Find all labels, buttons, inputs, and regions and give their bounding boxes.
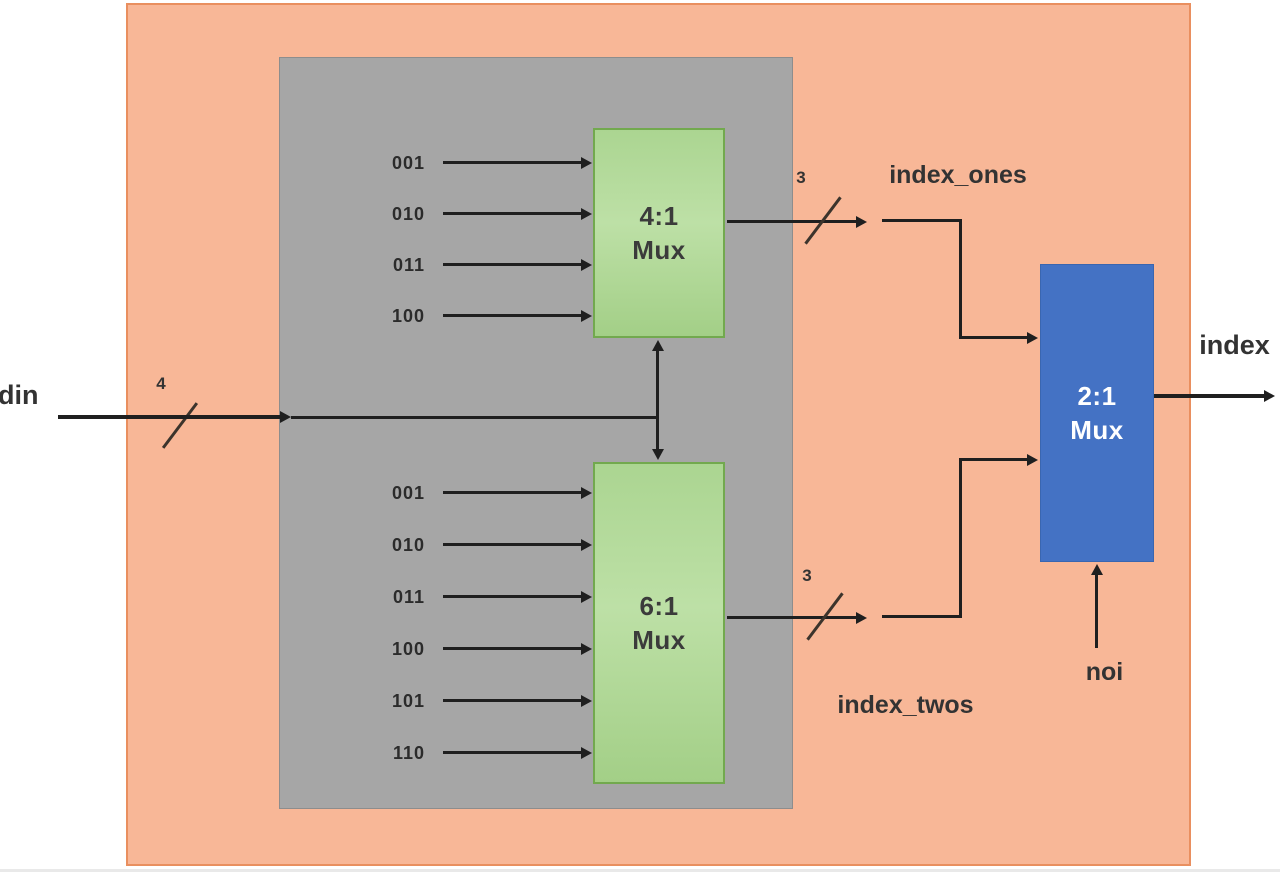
mux-6to1-input-arrow-5 bbox=[443, 751, 581, 754]
mux-6to1-label-line2: Mux bbox=[632, 625, 686, 655]
mux-6to1-input-arrow-3 bbox=[443, 647, 581, 650]
noi-select-arrow bbox=[1095, 575, 1098, 648]
index-ones-bus-width-label: 3 bbox=[796, 168, 806, 187]
index-ones-label: index_ones bbox=[889, 161, 1027, 189]
mux-6to1-input-arrow-0 bbox=[443, 491, 581, 494]
mux-4to1-label-line2: Mux bbox=[632, 235, 686, 265]
din-branch-to-6to1 bbox=[656, 417, 659, 449]
din-bus-width-label: 4 bbox=[156, 374, 166, 393]
mux-6to1-block: 6:1 Mux bbox=[593, 462, 725, 784]
index-output-arrow bbox=[1154, 394, 1264, 398]
mux-6to1-input-arrow-1 bbox=[443, 543, 581, 546]
mux-6to1-input-label-0: 001 bbox=[391, 483, 425, 503]
index-ones-into-2to1-arrow bbox=[959, 336, 1027, 339]
index-label: index bbox=[1199, 330, 1270, 360]
index-twos-into-2to1-arrow bbox=[959, 458, 1027, 461]
index-twos-label: index_twos bbox=[837, 691, 974, 719]
index-ones-elbow-v bbox=[959, 219, 962, 339]
din-arrow bbox=[58, 415, 280, 419]
mux-4to1-input-label-1: 010 bbox=[391, 204, 425, 224]
bottom-edge-artifact bbox=[0, 869, 1280, 872]
mux-4to1-input-label-3: 100 bbox=[391, 306, 425, 326]
mux-6to1-input-label-1: 010 bbox=[391, 535, 425, 555]
din-label: din bbox=[0, 380, 39, 410]
index-twos-bus-width-label: 3 bbox=[802, 566, 812, 585]
mux-4to1-input-arrow-3 bbox=[443, 314, 581, 317]
mux-6to1-output-arrow bbox=[727, 616, 856, 619]
mux-4to1-input-arrow-1 bbox=[443, 212, 581, 215]
mux-2to1-label-line2: Mux bbox=[1070, 415, 1124, 445]
index-ones-elbow-h1 bbox=[882, 219, 962, 222]
mux-6to1-input-arrow-4 bbox=[443, 699, 581, 702]
mux-2to1-label-line1: 2:1 bbox=[1077, 381, 1117, 411]
mux-4to1-input-arrow-2 bbox=[443, 263, 581, 266]
din-line-inner bbox=[291, 416, 658, 419]
noi-label: noi bbox=[1085, 658, 1124, 686]
mux-6to1-input-label-5: 110 bbox=[392, 743, 425, 763]
mux-6to1-input-label-2: 011 bbox=[392, 587, 425, 607]
mux-6to1-input-arrow-2 bbox=[443, 595, 581, 598]
mux-4to1-block: 4:1 Mux bbox=[593, 128, 725, 338]
mux-6to1-label-line1: 6:1 bbox=[639, 591, 679, 621]
index-twos-elbow-v bbox=[959, 459, 962, 618]
mux-4to1-input-label-0: 001 bbox=[391, 153, 425, 173]
mux-4to1-input-arrow-0 bbox=[443, 161, 581, 164]
mux-4to1-label-line1: 4:1 bbox=[639, 201, 679, 231]
din-branch-to-4to1 bbox=[656, 351, 659, 418]
mux-2to1-block: 2:1 Mux bbox=[1040, 264, 1154, 562]
mux-4to1-input-label-2: 011 bbox=[392, 255, 425, 275]
mux-6to1-input-label-4: 101 bbox=[391, 691, 425, 711]
mux-4to1-output-arrow bbox=[727, 220, 856, 223]
index-twos-elbow-h1 bbox=[882, 615, 962, 618]
mux-6to1-input-label-3: 100 bbox=[391, 639, 425, 659]
